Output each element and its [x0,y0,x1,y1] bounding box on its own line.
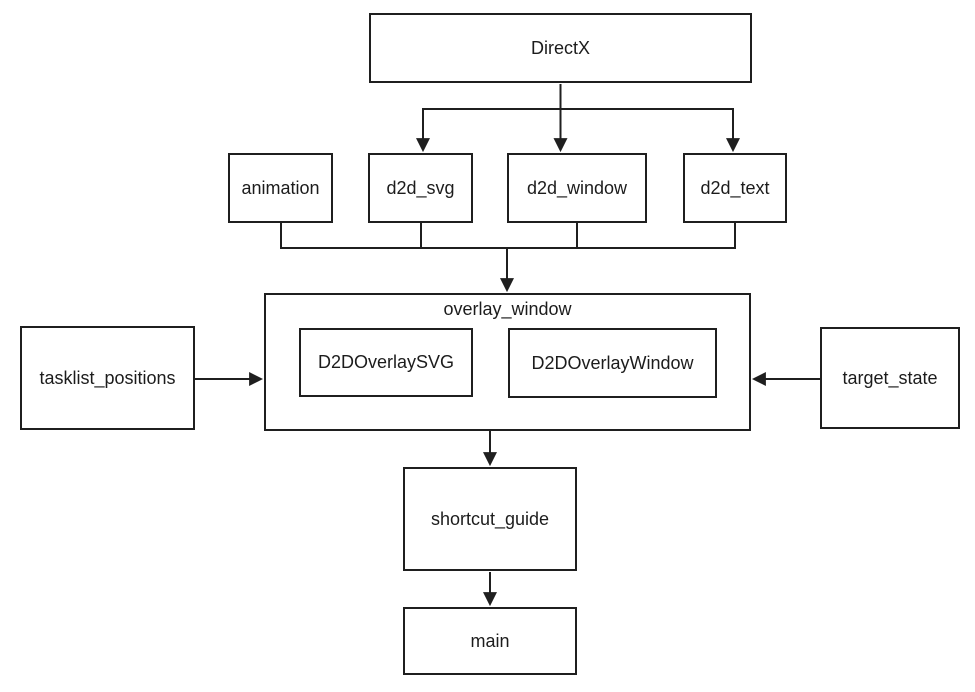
node-overlay-window-label: overlay_window [443,299,572,319]
node-animation-label: animation [241,177,320,198]
node-tasklist-positions-label: tasklist_positions [39,367,176,388]
node-d2d-window-label: d2d_window [526,177,628,198]
node-d2d-text-label: d2d_text [700,177,770,198]
node-d2d-svg-label: d2d_svg [386,177,455,198]
node-d2d-svg: d2d_svg [368,153,473,223]
node-shortcut-guide-label: shortcut_guide [430,508,550,529]
node-tasklist-positions: tasklist_positions [20,326,195,430]
node-d2d-overlay-svg: D2DOverlaySVG [299,328,473,397]
node-target-state: target_state [820,327,960,429]
node-directx-label: DirectX [530,37,590,58]
node-animation: animation [228,153,333,223]
node-main: main [403,607,577,675]
node-target-state-label: target_state [842,367,938,388]
node-d2d-window: d2d_window [507,153,647,223]
node-directx: DirectX [369,13,752,83]
node-d2d-overlay-window: D2DOverlayWindow [508,328,717,398]
node-d2d-overlay-svg-label: D2DOverlaySVG [317,352,455,373]
node-shortcut-guide: shortcut_guide [403,467,577,571]
node-d2d-text: d2d_text [683,153,787,223]
node-d2d-overlay-window-label: D2DOverlayWindow [531,352,694,373]
node-main-label: main [470,630,510,651]
